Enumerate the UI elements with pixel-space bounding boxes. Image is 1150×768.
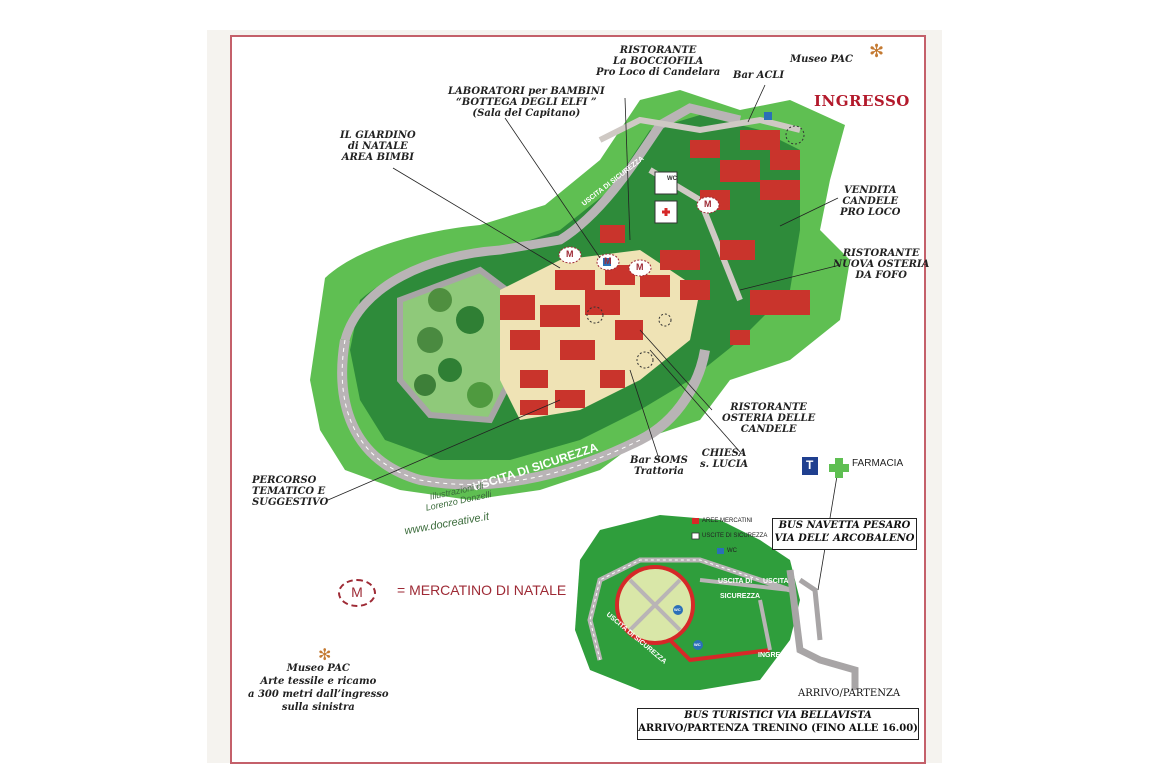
label-vendita-candele: VENDITA CANDELE PRO LOCO xyxy=(840,185,901,218)
wheelchair-icon xyxy=(654,171,678,195)
safety-road xyxy=(340,103,742,342)
wc-icon xyxy=(764,112,772,120)
inset-ingresso: INGRESSO xyxy=(758,652,795,659)
legend-marker-icon: M xyxy=(338,579,376,607)
inset-uscita-di: USCITA DI xyxy=(718,578,753,585)
bus-turistici-box: BUS TURISTICI VIA BELLAVISTA ARRIVO/PART… xyxy=(637,708,919,740)
inset-legend-wc: WC xyxy=(727,548,737,554)
tree xyxy=(417,327,443,353)
tree xyxy=(467,382,493,408)
label-museo-pac-top: Museo PAC xyxy=(790,54,853,65)
tree xyxy=(456,306,484,334)
market-marker-letter: M xyxy=(604,256,612,266)
label-percorso: PERCORSO TEMATICO E SUGGESTIVO xyxy=(252,475,329,508)
inset-market-path xyxy=(668,638,771,663)
inset-access-road xyxy=(786,569,859,690)
info-icon-text: T xyxy=(806,458,814,472)
pointer-lines xyxy=(327,84,841,591)
bus-turistici-line-1: BUS TURISTICI VIA BELLAVISTA xyxy=(684,710,872,721)
market-marker-letter: M xyxy=(636,262,644,272)
tree xyxy=(428,288,452,312)
inset-wc-icon xyxy=(673,605,683,615)
inset-road-dash xyxy=(589,559,761,661)
inset-legend-uscite: USCITE DI SICUREZZA xyxy=(702,533,768,539)
label-ristorante-candele: RISTORANTE OSTERIA DELLE CANDELE xyxy=(722,402,816,435)
label-museo-pac-bottom: Museo PAC Arte tessile e ricamo a 300 me… xyxy=(248,663,389,713)
inset-access-road-2 xyxy=(798,577,823,641)
label-ristorante-fofo: RISTORANTE NUOVA OSTERIA DA FOFO xyxy=(833,248,930,281)
label-laboratori: LABORATORI per BAMBINI “BOTTEGA DEGLI EL… xyxy=(448,86,605,119)
inset-exit-road xyxy=(699,578,791,651)
bus-navetta-box: BUS NAVETTA PESARO VIA DELL’ ARCOBALENO xyxy=(772,518,917,550)
label-ingresso: INGRESSO xyxy=(814,92,910,110)
legend-text: = MERCATINO DI NATALE xyxy=(397,582,567,598)
street xyxy=(598,116,801,143)
inset-cross xyxy=(628,578,682,632)
museum-star-icon: ✻ xyxy=(869,41,884,62)
tree xyxy=(438,358,462,382)
safety-road-dash xyxy=(341,339,641,485)
museum-star-icon: ✻ xyxy=(318,645,331,664)
exit-markers xyxy=(586,125,805,369)
label-bar-acli: Bar ACLI xyxy=(733,70,785,81)
red-cross xyxy=(662,208,670,216)
inset-wc-icon xyxy=(693,640,703,650)
market-marker-letter: M xyxy=(704,199,712,209)
market-marker-letter: M xyxy=(566,249,574,259)
label-chiesa: CHIESA s. LUCIA xyxy=(700,448,749,470)
inset-wc-text: WC xyxy=(694,642,701,647)
houses xyxy=(500,130,810,415)
inset-legend-aree: AREE MERCATINI xyxy=(702,518,753,524)
wc-accessible-text: WC xyxy=(667,176,677,182)
info-icon xyxy=(802,457,818,475)
tree xyxy=(414,374,436,396)
inset-uscita: USCITA xyxy=(763,578,789,585)
wc-icon xyxy=(603,258,611,266)
legend-swatch-uscite xyxy=(691,532,700,540)
label-giardino: IL GIARDINO di NATALE AREA BIMBI xyxy=(340,130,416,163)
label-bar-soms: Bar SOMS Trattoria xyxy=(630,455,688,477)
inset-sicurezza: SICUREZZA xyxy=(720,593,761,600)
inset-wc-text: WC xyxy=(674,607,681,612)
pharmacy-cross-icon xyxy=(829,458,849,478)
legend-swatch-wc xyxy=(717,548,724,554)
label-farmacia: FARMACIA xyxy=(852,458,904,469)
bus-turistici-line-2: ARRIVO/PARTENZA TRENINO (FINO ALLE 16.00… xyxy=(638,723,918,734)
inset-market-ring xyxy=(615,565,695,645)
label-arrivo-partenza: ARRIVO/PARTENZA xyxy=(798,688,901,699)
legend-swatch-aree xyxy=(692,518,699,524)
label-ristorante-bocciofila: RISTORANTE La BOCCIOFILA Pro Loco di Can… xyxy=(596,45,721,78)
